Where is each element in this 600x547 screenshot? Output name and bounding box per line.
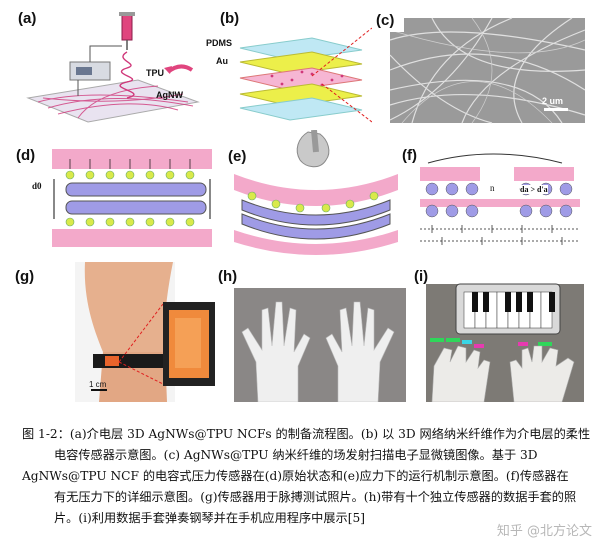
- panel-a: (a) TPU AgNW: [18, 10, 203, 125]
- figure-caption: 图 1-2：(a)介电层 3D AgNWs@TPU NCFs 的制备流程图。(b…: [22, 424, 591, 529]
- d0-label: d0: [32, 181, 42, 191]
- panel-c: (c) 2 um: [372, 10, 587, 125]
- panel-g: (g) 1 cm: [15, 262, 220, 402]
- panel-i-label: (i): [414, 268, 429, 285]
- panel-h-label: (h): [218, 268, 238, 285]
- panel-c-label: (c): [376, 12, 395, 29]
- panel-d-label: (d): [16, 147, 36, 164]
- au-label: Au: [216, 56, 228, 66]
- sensor-layers-schematic: [239, 27, 373, 123]
- panel-g-label: (g): [15, 268, 35, 285]
- agnw-label: AgNW: [156, 90, 183, 100]
- panel-f-label: (f): [402, 147, 417, 164]
- panel-i: (i): [414, 262, 588, 403]
- panel-e-label: (e): [228, 148, 247, 165]
- piano-glove-photo: [426, 283, 584, 403]
- data-glove-photo: [234, 288, 406, 403]
- f-n: n: [490, 183, 495, 193]
- caption-line-5: 片。(i)利用数据手套弹奏钢琴并在手机应用程序中展示[5]: [54, 511, 365, 525]
- mechanism-original-state: [52, 149, 212, 247]
- photo-scalebar-label: 1 cm: [89, 380, 107, 389]
- caption-line-1: 图 1-2：(a)介电层 3D AgNWs@TPU NCFs 的制备流程图。(b…: [22, 427, 591, 441]
- sem-image: [372, 10, 586, 124]
- panel-d: (d) d0: [16, 145, 219, 250]
- electrospinning-schematic: [26, 12, 200, 123]
- panel-b: (b) PDMS Au: [206, 10, 373, 128]
- caption-line-3: AgNWs@TPU NCF 的电容式压力传感器在(d)原始状态和(e)应力下的运…: [22, 469, 569, 483]
- f-formula: da > d'a: [520, 185, 548, 194]
- watermark: 知乎 @北方论文: [496, 524, 592, 539]
- sem-scalebar-label: 2 um: [542, 96, 564, 106]
- caption-line-2: 电容传感器示意图。(c) AgNWs@TPU 纳米纤维的场发射扫描电子显微镜图像…: [54, 448, 538, 462]
- panel-e: (e): [228, 129, 403, 255]
- mechanism-under-stress: [234, 129, 398, 255]
- tpu-label: TPU: [146, 68, 164, 78]
- panel-h: (h): [218, 262, 408, 403]
- wrist-photo: [75, 262, 215, 402]
- mechanism-detail: [420, 153, 580, 245]
- caption-line-4: 有无压力下的详细示意图。(g)传感器用于脉搏测试照片。(h)带有十个独立传感器的…: [54, 490, 577, 504]
- panel-b-label: (b): [220, 10, 240, 27]
- panel-a-label: (a): [18, 10, 37, 27]
- pdms-label: PDMS: [206, 38, 233, 48]
- panel-f: (f) da > d'a n: [402, 145, 587, 255]
